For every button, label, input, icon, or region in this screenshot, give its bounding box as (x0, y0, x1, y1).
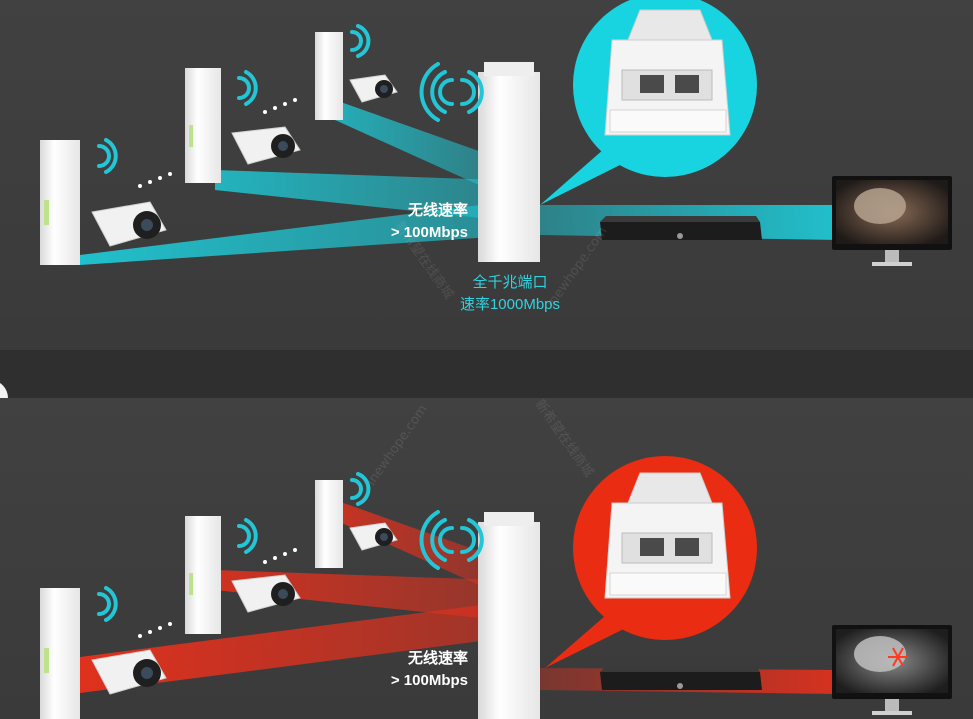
cpe-ports-closeup-icon (604, 9, 731, 136)
wifi-signal-icon (419, 510, 484, 570)
ellipsis-dots (138, 548, 297, 638)
speed-title: 无线速率 (407, 650, 468, 667)
scenario-panel-bottom: 无线速率 > 100Mbps inewhope.com 新希望在线商城 (0, 398, 973, 719)
wifi-signal-icon (237, 70, 258, 106)
bullet-camera-icon (349, 522, 398, 551)
bottom-network-diagram (40, 456, 952, 719)
wifi-signal-icon (419, 62, 484, 122)
cpe-device-icon (40, 588, 80, 719)
speed-value: > 100Mbps (390, 224, 468, 241)
cpe-device-icon (40, 140, 80, 265)
monitor-icon (832, 176, 952, 266)
cpe-ports-closeup-icon (604, 472, 731, 599)
wifi-signal-icon (97, 586, 118, 622)
bullet-camera-icon (91, 201, 167, 247)
wifi-signal-icon (97, 138, 118, 174)
wifi-signal-icon (237, 518, 258, 554)
bullet-camera-icon (349, 74, 398, 103)
wireless-beam (80, 600, 520, 693)
wireless-beam (335, 500, 490, 590)
ethernet-port-icon (640, 75, 664, 93)
bullet-camera-icon (231, 126, 301, 165)
top-network-diagram (40, 0, 952, 266)
wireless-beam (215, 170, 500, 220)
scenario-panel-top: 无线速率 > 100Mbps 全千兆端口 速率1000Mbps 新希望在线商城 … (0, 0, 973, 350)
port-title: 全千兆端口 (472, 274, 548, 291)
wifi-signal-icon (350, 24, 371, 58)
port-speed-label: 全千兆端口 速率1000Mbps (440, 272, 580, 316)
wireless-beam (335, 100, 490, 190)
lag-burst-icon (888, 647, 908, 667)
port-value: 速率1000Mbps (459, 296, 561, 313)
nvr-recorder-icon (600, 216, 762, 240)
section-divider (0, 350, 973, 398)
ellipsis-dots (138, 98, 297, 188)
wireless-beam (80, 200, 520, 265)
nvr-recorder-icon (600, 666, 762, 690)
ethernet-port-icon (675, 75, 699, 93)
bullet-camera-icon (91, 649, 167, 695)
cpe-device-icon (185, 68, 221, 183)
cpe-device-icon (478, 62, 540, 262)
ethernet-port-icon (640, 538, 664, 556)
wireless-speed-label: 无线速率 > 100Mbps (376, 648, 468, 692)
cpe-device-icon (478, 512, 540, 719)
wifi-signal-icon (350, 472, 371, 506)
ethernet-port-icon (675, 538, 699, 556)
monitor-icon (832, 625, 952, 715)
bullet-camera-icon (231, 574, 301, 613)
wireless-speed-label: 无线速率 > 100Mbps (376, 200, 468, 244)
cpe-device-icon (185, 516, 221, 634)
speed-value: > 100Mbps (390, 672, 468, 689)
cpe-device-icon (315, 480, 343, 568)
cpe-device-icon (315, 32, 343, 120)
speed-title: 无线速率 (407, 202, 468, 219)
